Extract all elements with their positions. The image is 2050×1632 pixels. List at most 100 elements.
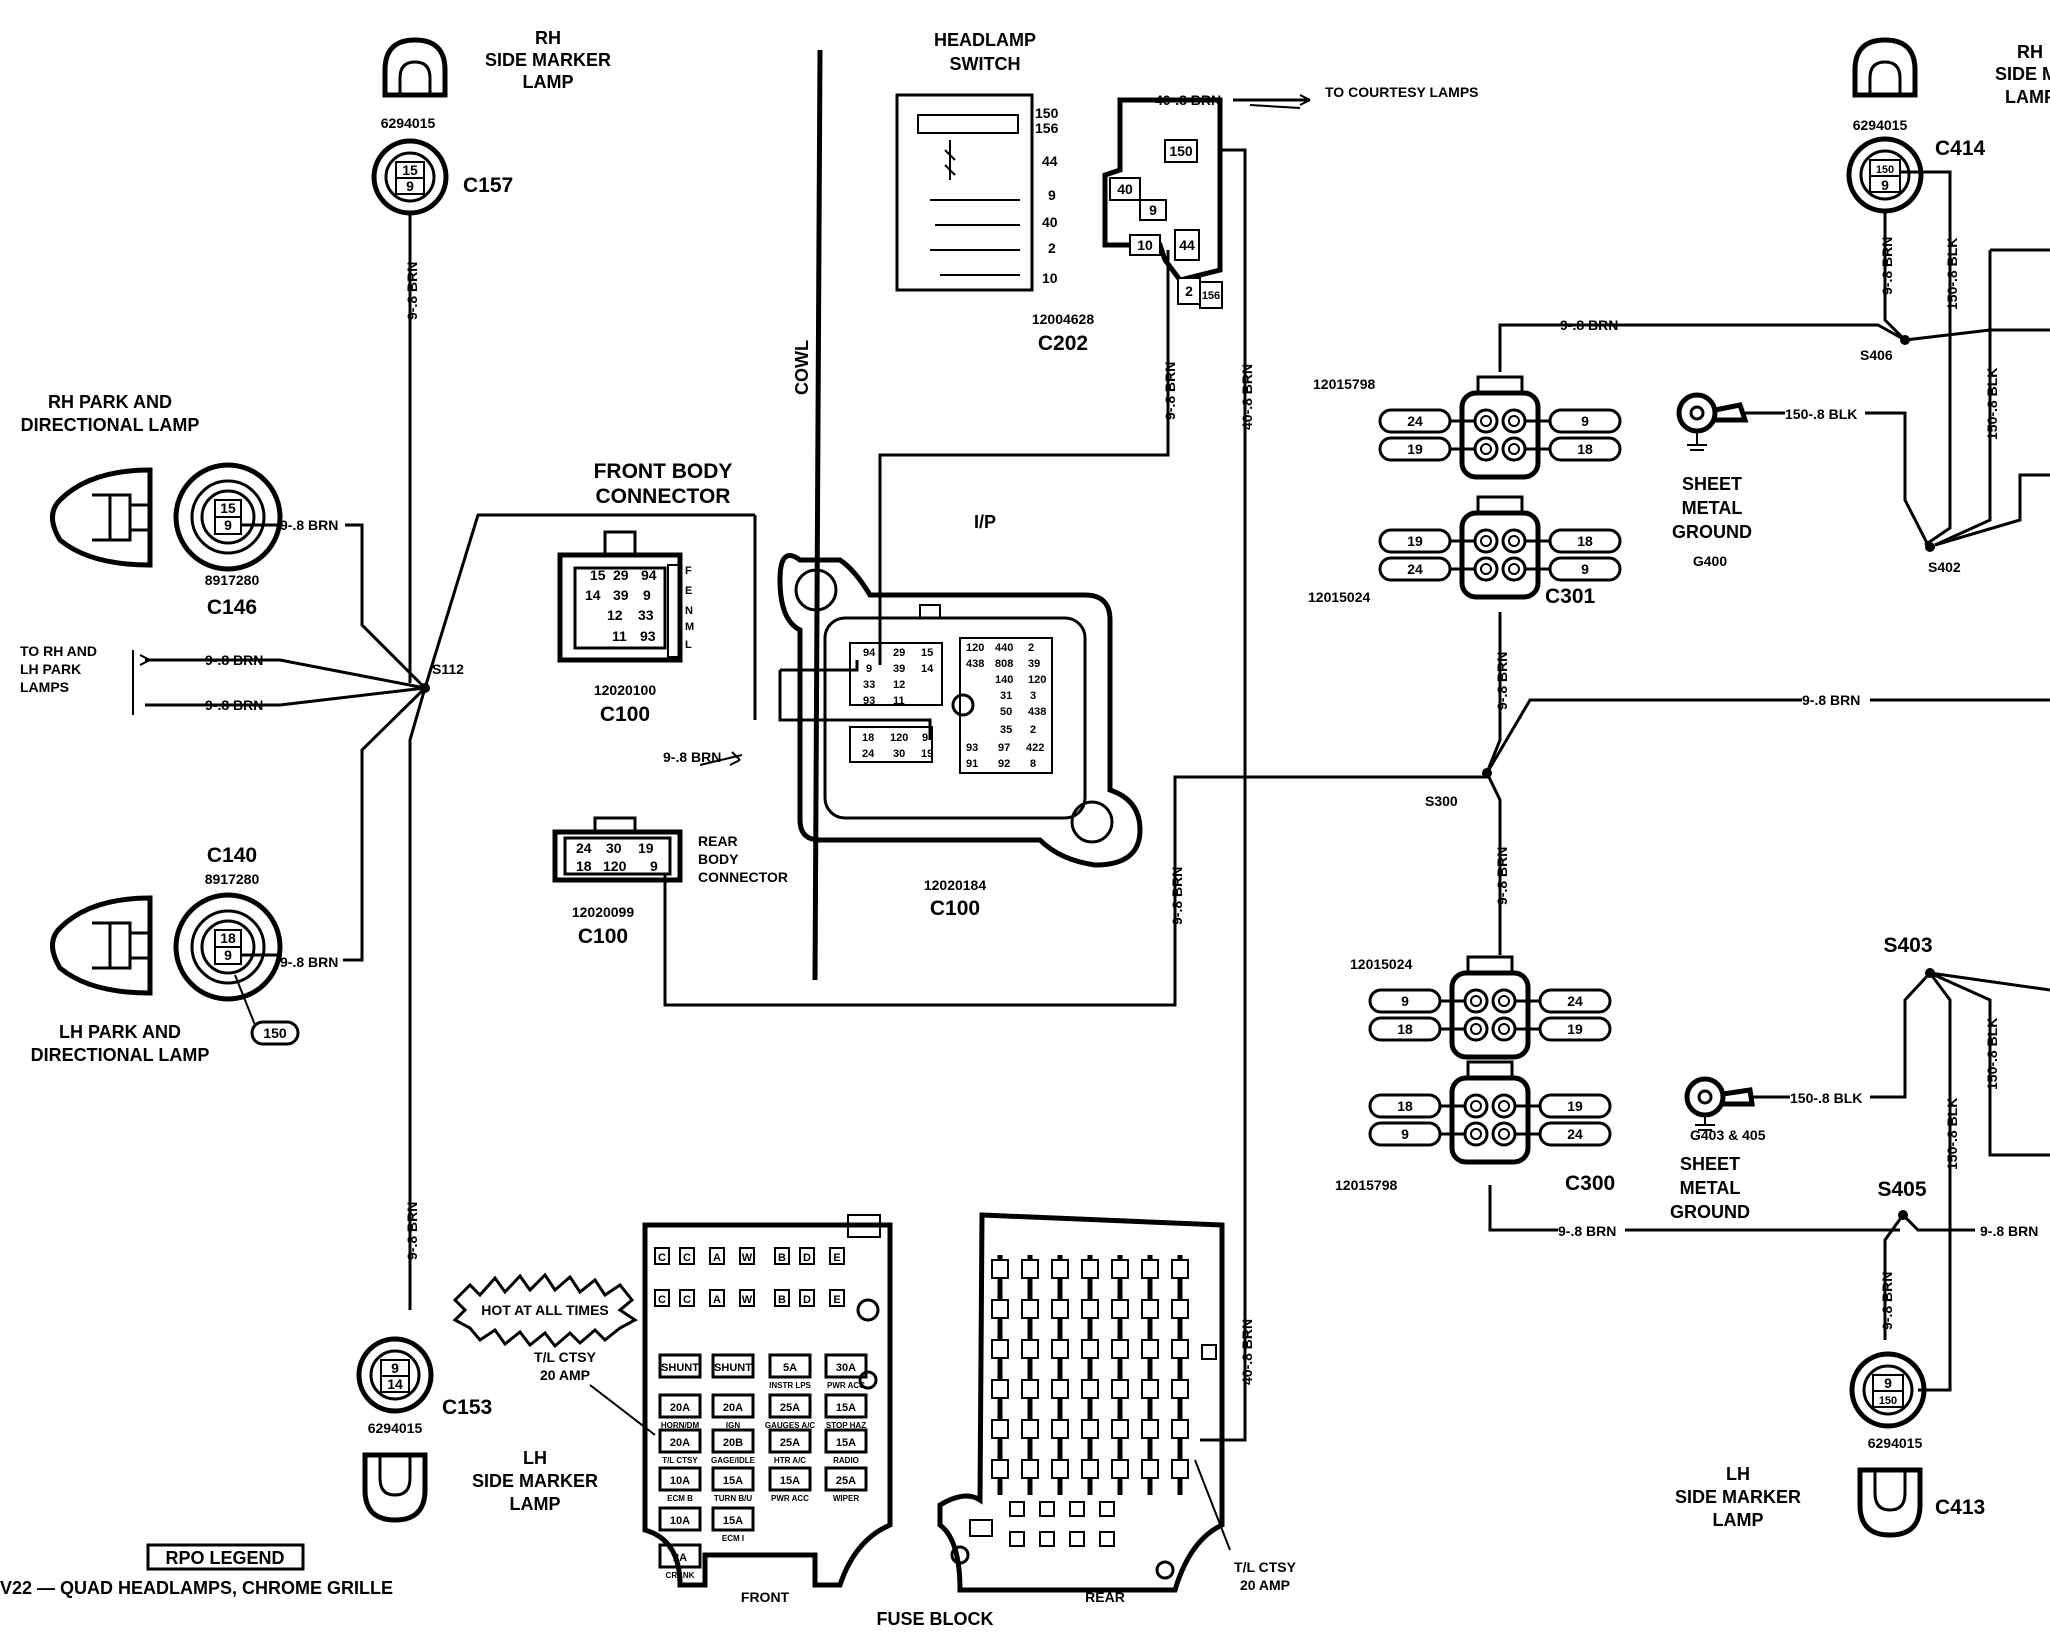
cavity-pin xyxy=(1508,443,1520,455)
rh-side-marker-lamp-icon-right xyxy=(1852,37,1918,98)
ip-pin: 9 xyxy=(866,663,872,675)
ip-pin: 35 xyxy=(1000,724,1012,736)
ip-pin: 94 xyxy=(863,647,876,659)
lh-park-label-2: DIRECTIONAL LAMP xyxy=(31,1045,210,1065)
connector-c100-ip: C100 xyxy=(930,897,980,920)
lh-side-marker-label-1: LH xyxy=(523,1448,547,1468)
cavity-pin xyxy=(1480,443,1492,455)
fuse xyxy=(824,1428,868,1454)
fuse-clip xyxy=(991,1259,1009,1279)
cavity-number: 18 xyxy=(1397,1098,1413,1114)
cavity xyxy=(1473,556,1499,582)
fuse-rating: 15A xyxy=(723,1475,743,1487)
fuse xyxy=(711,1466,755,1492)
fuse-caption: HORN/DM xyxy=(661,1421,700,1430)
pin-label: 9 xyxy=(406,178,414,194)
cavity-number: 24 xyxy=(1567,993,1583,1009)
fuse-cell-letter: C xyxy=(683,1252,691,1264)
fuse-rating: 25A xyxy=(780,1437,800,1449)
fuse-cell-letter: D xyxy=(803,1252,811,1264)
fuse-cell xyxy=(654,1247,670,1265)
fuse-caption: CRANK xyxy=(666,1571,695,1580)
c202-connector xyxy=(1102,97,1223,309)
rh-side-marker-right-3: LAMP xyxy=(2005,87,2050,107)
fuse-clip xyxy=(991,1379,1009,1399)
tl-ctsy-front-1: T/L CTSY xyxy=(534,1349,597,1365)
part-number: 8917280 xyxy=(205,572,260,588)
fuse-clip xyxy=(1171,1339,1189,1359)
fuse-clip xyxy=(1081,1299,1099,1319)
ip-pin: 9 xyxy=(922,732,928,744)
fuse xyxy=(711,1506,755,1532)
part-number: 12015798 xyxy=(1313,376,1376,392)
cavity-number: 9 xyxy=(1581,561,1589,577)
ip-pin: 93 xyxy=(863,695,875,707)
ip-pin: 18 xyxy=(862,732,874,744)
fuse xyxy=(711,1393,755,1419)
fb-letter: L xyxy=(685,639,692,651)
c300-male-latch xyxy=(1466,955,1514,975)
fuse xyxy=(658,1428,702,1454)
ip-pin: 440 xyxy=(995,642,1013,654)
cavity-pin xyxy=(1470,1023,1482,1035)
pin-label: 14 xyxy=(387,1376,403,1392)
ip-pin: 12 xyxy=(893,679,905,691)
to-courtesy-label: TO COURTESY LAMPS xyxy=(1325,84,1479,100)
fuse-cell xyxy=(799,1247,815,1265)
fuse-caption: GAGE/IDLE xyxy=(711,1456,756,1465)
cavity-number: 18 xyxy=(1397,1021,1413,1037)
fuse xyxy=(824,1393,868,1419)
wire-label: 150-.8 BLK xyxy=(1944,238,1960,310)
rb-pin: 120 xyxy=(603,858,627,874)
cavity-number: 9 xyxy=(1401,1126,1409,1142)
fuse-clip xyxy=(1081,1419,1099,1439)
ip-pin: 29 xyxy=(893,647,905,659)
rear-body-label-1: REAR xyxy=(698,833,738,849)
tl-ctsy-rear-2: 20 AMP xyxy=(1240,1577,1290,1593)
cavity-pin xyxy=(1498,1128,1510,1140)
wire-label: 9-.8 BRN xyxy=(1980,1223,2038,1239)
switch-terminal: 156 xyxy=(1035,120,1059,136)
fuse-rating: 15A xyxy=(780,1475,800,1487)
ip-pin: 808 xyxy=(995,658,1013,670)
fuse xyxy=(768,1428,812,1454)
fuse xyxy=(658,1543,702,1569)
fb-pin: 29 xyxy=(613,567,629,583)
cavity xyxy=(1463,988,1489,1014)
cavity-pin xyxy=(1498,1023,1510,1035)
rh-side-marker-lamp-icon xyxy=(382,37,448,98)
fuse-cell-letter: D xyxy=(803,1294,811,1306)
rh-park-label-1: RH PARK AND xyxy=(48,392,172,412)
rh-park-lamp-icon xyxy=(50,467,153,568)
tl-ctsy-front-2: 20 AMP xyxy=(540,1367,590,1383)
fuse-rating: 5A xyxy=(783,1362,797,1374)
wire-label: 40-.8 BRN xyxy=(1239,364,1255,430)
fuse-clip xyxy=(1111,1339,1129,1359)
ip-pin: 120 xyxy=(890,732,908,744)
ip-pin: 97 xyxy=(998,742,1010,754)
ip-pin: 120 xyxy=(1028,674,1046,686)
fuse-clip xyxy=(1081,1459,1099,1479)
front-body-label-1: FRONT BODY xyxy=(594,460,733,483)
fuse-cell-letter: A xyxy=(713,1252,721,1264)
cavity xyxy=(1473,436,1499,462)
c140-socket xyxy=(173,892,283,1002)
part-number: 12020184 xyxy=(924,877,987,893)
cavity-pin xyxy=(1470,1100,1482,1112)
terminal-pad xyxy=(1009,1501,1025,1517)
ip-pin: 422 xyxy=(1026,742,1044,754)
cavity-number: 9 xyxy=(1401,993,1409,1009)
fb-letter: M xyxy=(685,621,694,633)
switch-terminal: 2 xyxy=(1048,240,1056,256)
ip-pin: 14 xyxy=(921,663,934,675)
cavity xyxy=(1491,1121,1517,1147)
wire-label: 9-.8 BRN xyxy=(1879,1272,1895,1330)
fuse xyxy=(768,1353,812,1379)
cavity xyxy=(1501,408,1527,434)
rb-pin: 30 xyxy=(606,840,622,856)
fuse-cell xyxy=(679,1247,695,1265)
g400-label-3: GROUND xyxy=(1672,522,1752,542)
wire-label: 150-.8 BLK xyxy=(1790,1090,1862,1106)
terminal-pad xyxy=(1039,1531,1055,1547)
